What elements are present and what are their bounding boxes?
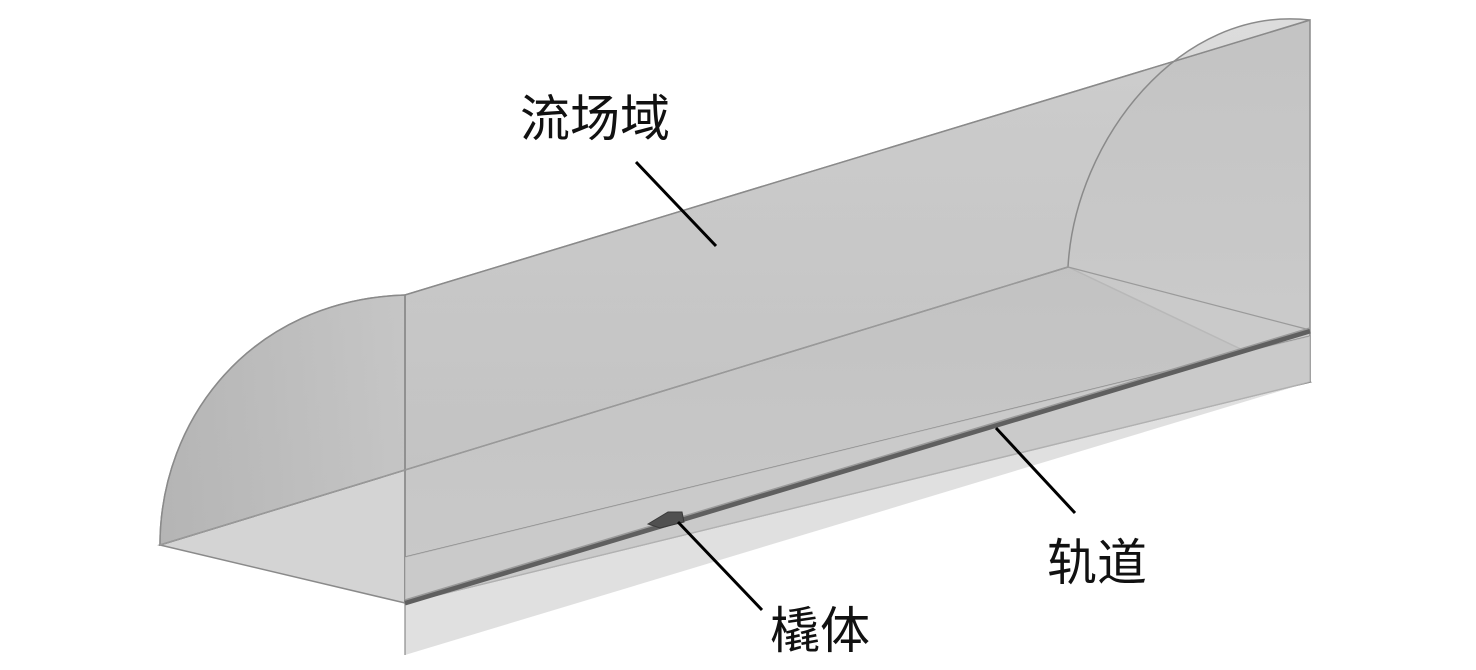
leader-line-sled [676,520,764,612]
domain-inner-edge [159,469,406,546]
leader-line-flow-domain [634,160,718,248]
label-sled: 橇体 [770,602,870,660]
track-rail-highlight [404,327,1311,601]
leader-line-track [994,426,1077,515]
domain-end-cap [159,294,406,547]
label-track: 轨道 [1047,534,1147,592]
label-flow-domain: 流场域 [520,90,670,148]
sled-body [646,511,685,529]
domain-base-slab-front [405,336,1310,655]
track-rail [404,328,1311,606]
domain-inner-edge [1067,266,1311,331]
domain-inner-edge [404,266,1069,471]
